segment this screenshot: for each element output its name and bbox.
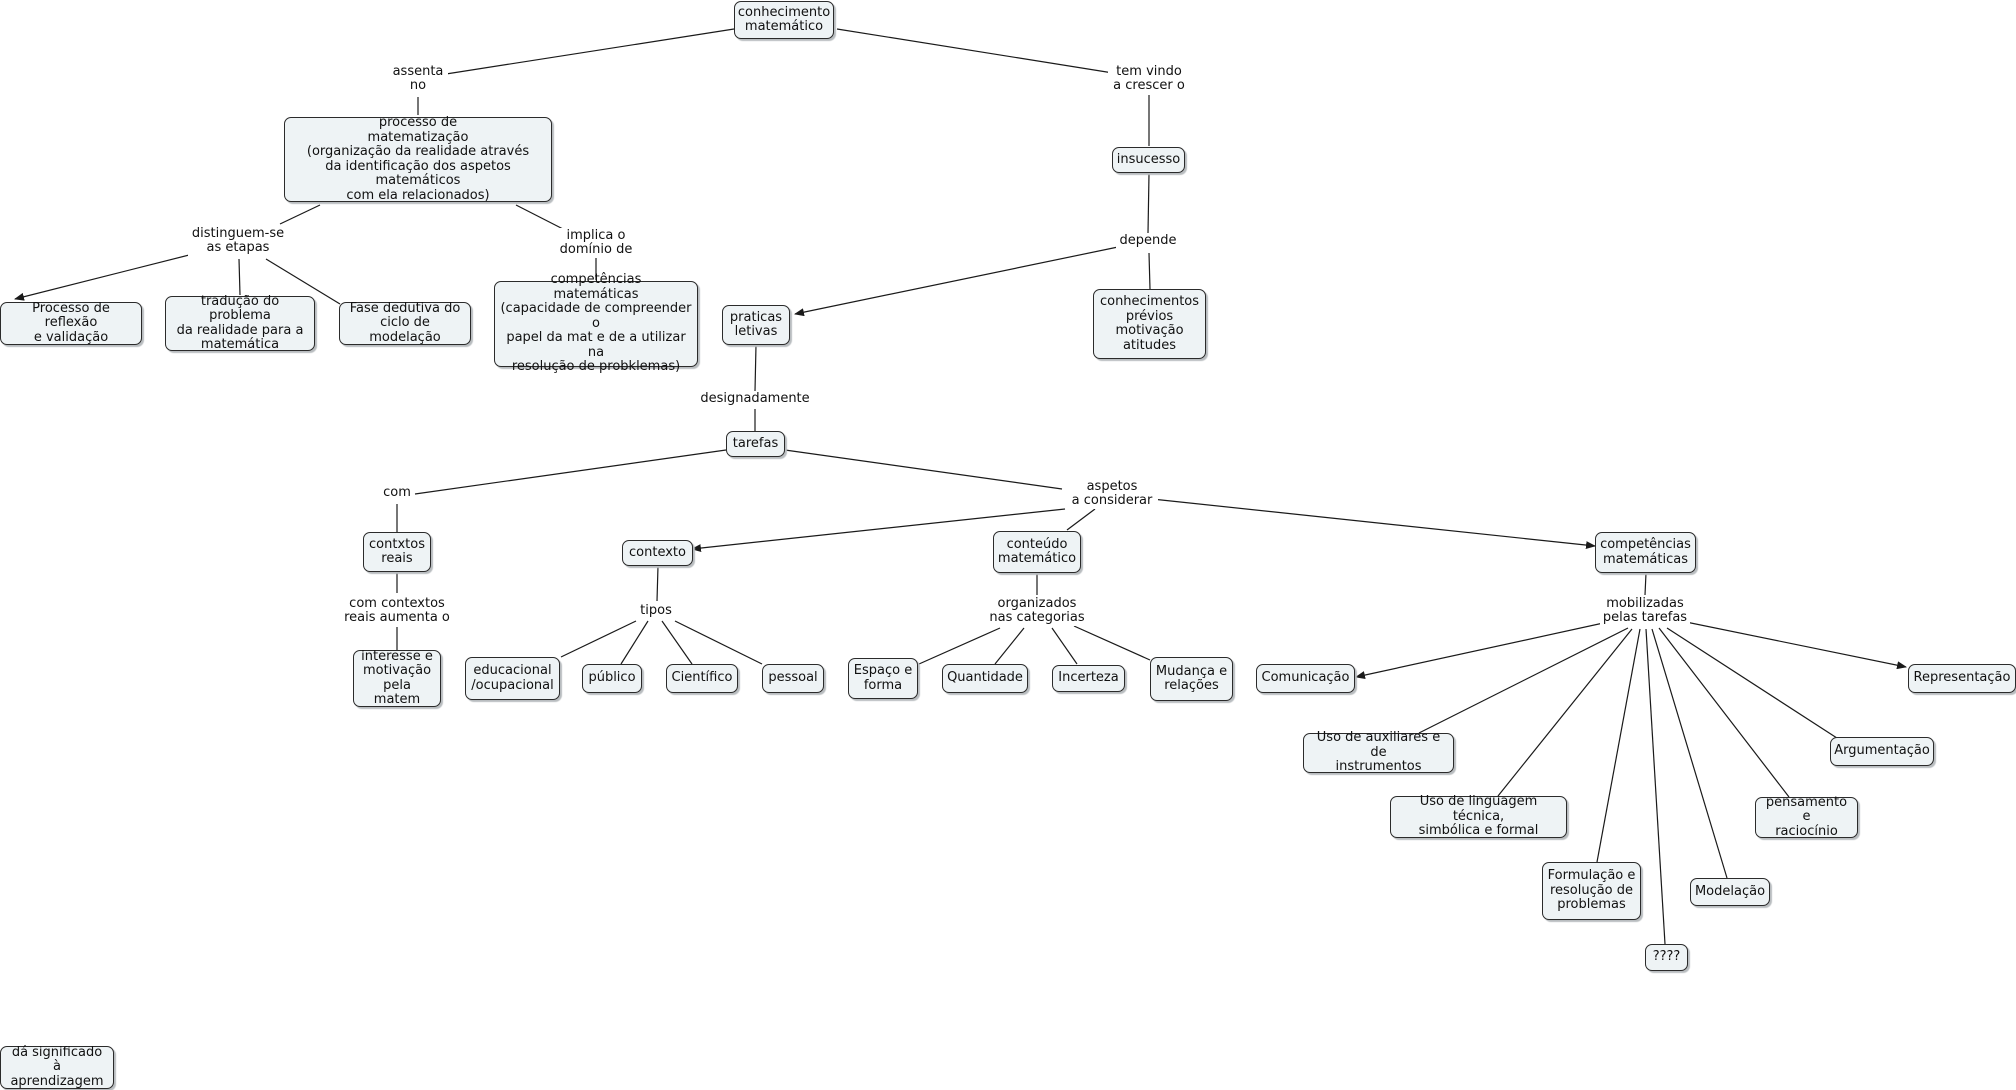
connector-line [14,253,194,301]
link-implica-o-dominio: implica o domínio de [556,228,636,258]
connector-line [1596,628,1641,863]
connector-line [1418,627,1629,734]
link-assenta-no: assenta no [388,64,448,94]
connector-line [918,627,1001,665]
node-contexto[interactable]: contexto [622,540,693,566]
node-modelacao[interactable]: Modelação [1690,878,1770,906]
link-mobilizadas-pelas-tarefas: mobilizadas pelas tarefas [1600,596,1690,626]
connector-line [1151,498,1596,550]
connector-line [1497,628,1633,797]
node-uso-de-auxiliares[interactable]: Uso de auxiliares e de instrumentos [1303,731,1454,774]
connector-line [784,449,1063,490]
node-contxtos-reais[interactable]: contxtos reais [363,532,431,572]
link-distinguem-se: distinguem-se as etapas [188,226,288,256]
node-mudanca-e-relacoes[interactable]: Mudança e relações [1150,657,1233,701]
node-incerteza[interactable]: Incerteza [1052,665,1125,692]
link-organizados-nas-categorias: organizados nas categorias [988,595,1086,626]
connector-line [1147,173,1150,234]
link-depende: depende [1116,233,1180,249]
connector-line [1355,621,1609,679]
connector-line [1073,625,1151,661]
connector-line [1666,627,1841,741]
connector-line [1645,628,1666,945]
connector-line [1658,627,1790,798]
node-praticas-letivas[interactable]: praticas letivas [722,305,790,345]
node-tarefas[interactable]: tarefas [726,431,785,457]
link-aspetos-a-considerar: aspetos a considerar [1066,479,1158,509]
connector-line [1148,252,1151,290]
node-pensamento-e-raciocinio[interactable]: pensamento e raciocínio [1755,795,1858,839]
node-insucesso[interactable]: insucesso [1112,147,1185,173]
connector-line [1651,628,1728,879]
node-traducao-do-problema[interactable]: tradução do problema da realidade para a… [165,294,315,352]
node-interrogacao[interactable]: ???? [1645,944,1688,971]
link-tipos: tipos [636,603,676,619]
node-competencias-matematicas-1[interactable]: competências matemáticas (capacidade de … [494,273,698,374]
node-argumentacao[interactable]: Argumentação [1830,737,1934,766]
connector-line [238,258,241,296]
link-designadamente: designadamente [700,390,810,407]
connector-line [279,204,321,225]
connector-line [656,565,659,602]
connector-line [691,508,1066,553]
node-conhecimento-matematico[interactable]: conhecimento matemático [734,1,834,39]
connector-line [1066,508,1096,531]
node-pessoal[interactable]: pessoal [762,664,824,693]
connector-line [445,28,735,75]
node-conhecimentos-previos[interactable]: conhecimentos prévios motivação atitudes [1093,289,1206,359]
connector-line [754,344,757,392]
connector-line [674,620,763,665]
node-interesse-e-motivacao[interactable]: interesse e motivação pela matem [353,649,441,707]
connector-line [265,258,341,305]
node-competencias-matematicas-2[interactable]: competências matemáticas [1595,532,1696,573]
node-processo-de-reflexao[interactable]: Processo de reflexão e validação [0,301,142,345]
node-educacional-ocupacional[interactable]: educacional /ocupacional [465,657,560,700]
node-espaco-e-forma[interactable]: Espaço e forma [848,658,918,699]
link-com-contextos-reais: com contextos reais aumenta o [344,595,450,626]
node-quantidade[interactable]: Quantidade [942,664,1028,693]
connector-line [836,28,1114,74]
node-da-significado[interactable]: dá significado à aprendizagem [0,1045,114,1089]
connector-line [560,620,637,658]
node-conteudo-matematico[interactable]: conteúdo matemático [993,531,1081,573]
connector-line [794,246,1119,317]
node-fase-dedutiva[interactable]: Fase dedutiva do ciclo de modelação [339,301,471,345]
connector-line [1644,572,1647,596]
link-com: com [380,485,414,501]
node-representacao[interactable]: Representação [1908,664,2016,693]
connector-line [661,620,693,665]
connector-line [1685,621,1907,670]
connector-line [515,204,564,230]
node-publico[interactable]: público [582,664,642,693]
connector-line [1051,627,1078,665]
node-processo-de-matematizacao[interactable]: processo de matematização (organização d… [284,115,552,202]
connector-line [414,449,727,495]
node-cientifico[interactable]: Científico [666,664,738,693]
connector-line [620,620,649,665]
node-uso-de-linguagem[interactable]: Uso de linguagem técnica, simbólica e fo… [1390,795,1567,838]
node-formulacao-e-resolucao[interactable]: Formulação e resolução de problemas [1542,862,1641,920]
node-comunicacao[interactable]: Comunicação [1256,664,1355,693]
link-tem-vindo-a-crescer: tem vindo a crescer o [1108,64,1190,94]
connector-line [994,627,1025,665]
